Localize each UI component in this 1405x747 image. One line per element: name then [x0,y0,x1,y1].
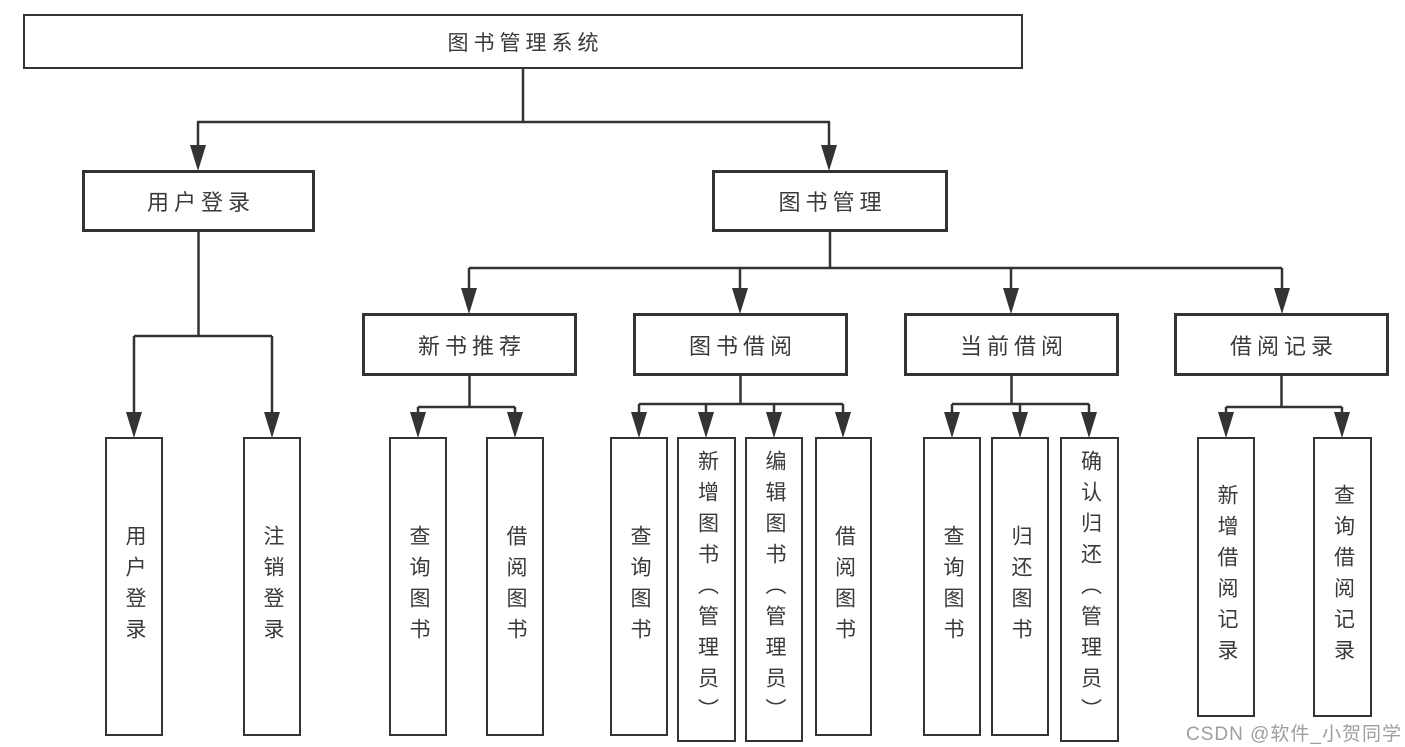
leaf-edit-books-admin: 编辑图书（管理员） [745,437,803,742]
leaf-query-books-recommend: 查询图书 [389,437,447,736]
watermark: CSDN @软件_小贺同学 [1186,724,1402,745]
leaf-borrow-books-borrowing: 借阅图书 [815,437,872,736]
node-current-borrowing: 当前借阅 [904,313,1119,376]
leaf-confirm-return-admin: 确认归还（管理员） [1060,437,1119,742]
node-user-login-branch: 用户登录 [82,170,315,232]
node-borrowing-records: 借阅记录 [1174,313,1389,376]
node-root: 图书管理系统 [23,14,1023,69]
leaf-query-books-borrowing: 查询图书 [610,437,668,736]
connectors [126,69,1350,438]
leaf-add-borrow-record: 新增借阅记录 [1197,437,1255,717]
node-book-borrowing: 图书借阅 [633,313,848,376]
node-new-book-recommendation: 新书推荐 [362,313,577,376]
leaf-return-books: 归还图书 [991,437,1049,736]
leaf-query-books-current: 查询图书 [923,437,981,736]
leaf-add-books-admin: 新增图书（管理员） [677,437,736,742]
leaf-borrow-books-recommend: 借阅图书 [486,437,544,736]
leaf-logout-login: 注销登录 [243,437,301,736]
leaf-query-borrow-record: 查询借阅记录 [1313,437,1372,717]
node-book-management-branch: 图书管理 [712,170,948,232]
leaf-user-login: 用户登录 [105,437,163,736]
